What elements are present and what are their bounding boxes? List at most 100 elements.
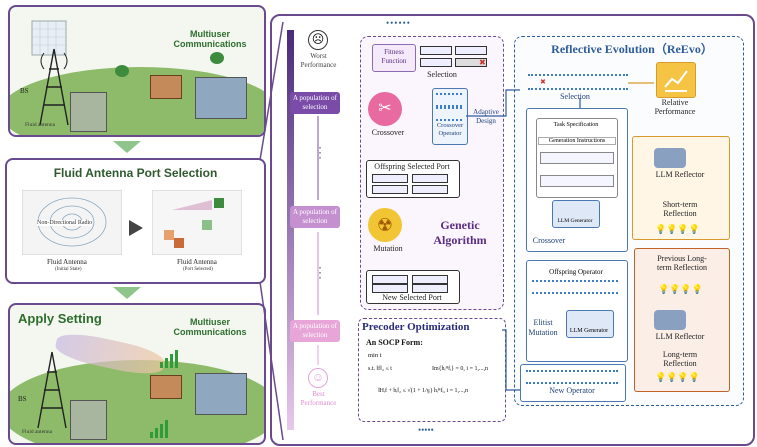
offspring-operator-label: Offspring Operator — [549, 268, 603, 276]
vdots: ⋮ — [313, 266, 327, 281]
new-selected-port-label: New Selected Port — [382, 293, 442, 302]
crossover-operator-box: Crossover Operator — [432, 88, 468, 145]
socp-min: min t — [368, 352, 382, 359]
fluid-antenna-label: Fluid antenna — [22, 429, 53, 435]
bottom-dots: ••••• — [418, 425, 434, 435]
relative-performance-label: Relative Performance — [654, 98, 696, 116]
offspring-gene — [412, 174, 448, 183]
reevo-crossover-label: Crossover — [532, 236, 566, 245]
house-icon — [150, 375, 182, 399]
llm-generator-label-2: LLM Generator — [569, 328, 609, 334]
fitness-function-box: Fitness Function — [372, 44, 416, 72]
smiley-icon: ☺ — [308, 368, 328, 388]
flow-arrows — [466, 82, 654, 391]
task-specification-label: Task Specification — [553, 122, 599, 128]
main-frame — [270, 14, 755, 446]
performance-axis — [287, 30, 294, 430]
reject-icon: ✖ — [479, 58, 486, 67]
panel-apply-setting: Apply Setting Multiuser Communications B… — [8, 303, 266, 445]
antenna-panel-icon — [31, 20, 67, 56]
generation-instructions-label: Generation Instructions — [538, 137, 616, 145]
user-photo-2 — [195, 373, 247, 415]
socp-constraint-3: ‖Hᵢf + bᵢ‖₂ ≤ √(1 + 1/γᵢ) hᵢᴴfᵢ, i = 1,.… — [378, 388, 469, 394]
selected-grid-icon — [152, 190, 242, 255]
bs-tower-icon — [39, 48, 69, 126]
precoder-title: Precoder Optimization — [362, 321, 470, 333]
bs-tower-icon — [37, 351, 67, 429]
genetic-algorithm-title: Genetic Algorithm — [433, 218, 487, 247]
offspring-selected-port-label: Offspring Selected Port — [374, 162, 450, 171]
llm-reflector-icon — [654, 310, 686, 330]
panel-multiuser-communications: Multiuser Communications BS Fluid antenn… — [8, 5, 266, 137]
bulb-icons: 💡💡💡💡 — [655, 224, 700, 234]
initial-state-label: (Initial State) — [55, 267, 82, 272]
reevo-dna-row — [526, 370, 618, 384]
llm-generator-icon — [566, 310, 614, 338]
right-arrow — [129, 220, 143, 236]
fluid-antenna-label: Fluid antenna — [25, 122, 56, 128]
worst-performance-label: Worst Performance — [300, 52, 337, 69]
panel1-title: Multiuser Communications — [173, 29, 247, 49]
new-gene — [412, 284, 448, 293]
reevo-title: Reflective Evolution（ReEvo） — [551, 42, 713, 56]
selection-gene-c — [455, 46, 487, 55]
bulb-icons: 💡💡💡💡 — [655, 372, 700, 382]
signal-bars-icon — [150, 420, 168, 438]
instr-row — [540, 175, 614, 187]
selection-gene-a — [420, 46, 452, 55]
short-term-reflection-label: Short-term Reflection — [662, 200, 698, 218]
offspring-gene — [372, 174, 408, 183]
adaptive-design-label: Adaptive Design — [473, 108, 499, 125]
panel-port-selection: Fluid Antenna Port Selection Non-Directi… — [5, 158, 266, 284]
port-selected-label: (Port Selected) — [183, 267, 213, 272]
user-photo — [70, 92, 107, 132]
new-gene — [412, 275, 448, 284]
socp-constraint-1: s.t. ‖f‖₂ ≤ t — [368, 366, 392, 372]
mutation-icon: ☢ — [368, 208, 402, 242]
offspring-gene — [412, 185, 448, 194]
user-photo-2 — [195, 77, 247, 119]
ga-selection-label: Selection — [427, 70, 457, 79]
chart-icon — [664, 70, 688, 92]
axis-arrows — [317, 116, 319, 365]
elitist-mutation-label: Elitist Mutation — [528, 318, 558, 337]
dna-icon — [436, 93, 462, 107]
non-directional-radio-label: Non-Directional Radio — [37, 220, 93, 226]
offspring-gene — [372, 185, 408, 194]
bs-label: BS — [20, 87, 29, 95]
house-icon — [150, 75, 182, 99]
relative-performance-icon — [656, 62, 696, 98]
user-photo — [70, 400, 107, 440]
previous-long-term-label: Previous Long-term Reflection — [657, 254, 707, 272]
selection-gene-b — [420, 58, 452, 67]
population-box: A population of selection — [290, 206, 340, 228]
llm-reflector-icon — [654, 148, 686, 168]
bulb-icons: 💡💡💡💡 — [658, 284, 703, 294]
panel2-title: Fluid Antenna Port Selection — [53, 166, 218, 180]
fitness-function-label: Fitness Function — [381, 48, 407, 65]
bs-label: BS — [18, 395, 27, 403]
fluid-antenna-selected-label: Fluid Antenna — [177, 258, 217, 266]
instr-row — [540, 152, 614, 164]
vdots: ⋮ — [313, 146, 327, 161]
signal-bars-icon — [160, 350, 178, 368]
population-box: A population of selection — [290, 92, 340, 114]
reevo-selection-label: Selection — [560, 92, 590, 101]
long-term-reflection-label: Long-term Reflection — [662, 350, 698, 368]
down-arrow — [113, 287, 141, 299]
tree-icon — [210, 52, 224, 64]
socp-label: An SOCP Form: — [366, 338, 423, 347]
tree-icon — [115, 65, 129, 77]
sad-face-icon: ☹ — [308, 30, 328, 50]
llm-reflector-label: LLM Reflector — [655, 170, 705, 179]
reevo-dna-row — [532, 280, 618, 294]
ga-crossover-label: Crossover — [371, 128, 405, 137]
reevo-dna-row — [528, 74, 628, 90]
llm-reflector-label-2: LLM Reflector — [655, 332, 705, 341]
socp-constraint-2: Im{hᵢᴴfᵢ} = 0, i = 1,...,n — [432, 366, 488, 372]
new-operator-label: New Operator — [549, 386, 595, 395]
new-gene — [372, 284, 408, 293]
reject-icon: ✖ — [540, 78, 546, 86]
population-box: A population of selection — [290, 320, 340, 342]
top-dots: •••••• — [386, 18, 411, 28]
